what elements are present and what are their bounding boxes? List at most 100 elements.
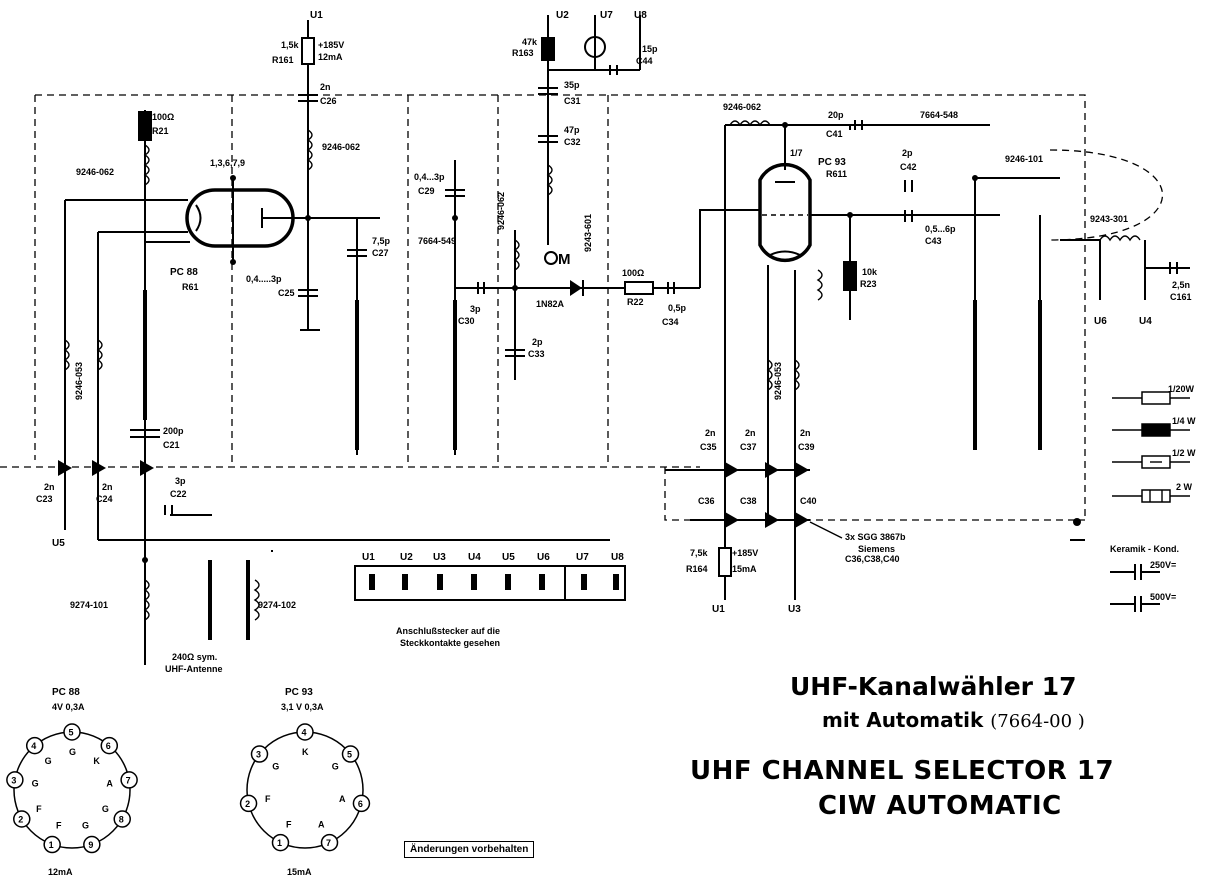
pc88-pins-pin-function-1: F bbox=[56, 821, 62, 831]
svg-text:47p: 47p bbox=[564, 125, 580, 135]
pc93-pins-pin-function-2: F bbox=[265, 794, 271, 804]
coils bbox=[63, 120, 1141, 621]
component-labels: U1 U2 U7 U8 U5 U3 U6 U4 U1 1,5k R161 +18… bbox=[36, 10, 1192, 674]
pc88-pins-pin-4 bbox=[25, 736, 44, 755]
svg-text:U1: U1 bbox=[362, 552, 375, 563]
svg-text:C32: C32 bbox=[564, 137, 581, 147]
svg-text:PC 93: PC 93 bbox=[285, 687, 313, 698]
svg-text:20p: 20p bbox=[828, 110, 844, 120]
pc88-pins-pin-2 bbox=[13, 810, 31, 828]
pc93-pins-pin-function-6: A bbox=[339, 794, 346, 804]
svg-text:100Ω: 100Ω bbox=[152, 112, 174, 122]
svg-text:U8: U8 bbox=[634, 10, 647, 21]
pc93-pins-pin-label-3: 3 bbox=[256, 750, 261, 760]
pc93-pins-pin-function-4: K bbox=[302, 747, 309, 757]
pc88-pins-pin-label-6: 6 bbox=[106, 741, 111, 751]
svg-text:C161: C161 bbox=[1170, 292, 1192, 302]
svg-text:240Ω sym.: 240Ω sym. bbox=[172, 652, 217, 662]
svg-text:U2: U2 bbox=[400, 552, 413, 563]
feedthrough-capacitors bbox=[58, 460, 809, 528]
svg-text:C23: C23 bbox=[36, 494, 53, 504]
diode-and-misc bbox=[142, 36, 1085, 563]
svg-text:U5: U5 bbox=[502, 552, 515, 563]
svg-text:C42: C42 bbox=[900, 162, 917, 172]
svg-text:C36,C38,C40: C36,C38,C40 bbox=[845, 554, 900, 564]
pc88-pins-pin-function-7: A bbox=[106, 778, 113, 788]
svg-text:2p: 2p bbox=[902, 148, 913, 158]
svg-text:M: M bbox=[558, 251, 571, 268]
svg-text:U3: U3 bbox=[433, 552, 446, 563]
pc88-pins-pin-8 bbox=[113, 810, 131, 828]
pc93-pins-pin-2 bbox=[239, 794, 258, 813]
svg-text:9274-101: 9274-101 bbox=[70, 600, 108, 610]
pc88-pins-pin-5 bbox=[63, 723, 81, 741]
svg-text:2 W: 2 W bbox=[1176, 482, 1193, 492]
pc88-pins-pin-label-8: 8 bbox=[119, 815, 124, 825]
pc88-pins-pin-9 bbox=[83, 835, 101, 854]
svg-text:C21: C21 bbox=[163, 440, 180, 450]
pc93-pins-pin-6 bbox=[352, 794, 371, 813]
svg-text:9243-301: 9243-301 bbox=[1090, 214, 1128, 224]
svg-text:9246-101: 9246-101 bbox=[1005, 154, 1043, 164]
connector-pin-u4 bbox=[471, 574, 477, 590]
svg-text:9243-601: 9243-601 bbox=[583, 214, 593, 252]
title-english: UHF CHANNEL SELECTOR 17 bbox=[690, 756, 1115, 786]
pc93-pins-pin-label-7: 7 bbox=[326, 838, 331, 848]
svg-text:C29: C29 bbox=[418, 186, 435, 196]
svg-text:C26: C26 bbox=[320, 96, 337, 106]
svg-text:R23: R23 bbox=[860, 279, 877, 289]
svg-text:0,4.....3p: 0,4.....3p bbox=[246, 274, 282, 284]
wiring bbox=[64, 15, 1190, 665]
svg-text:Steckkontakte gesehen: Steckkontakte gesehen bbox=[400, 638, 500, 648]
svg-text:C43: C43 bbox=[925, 236, 942, 246]
svg-text:2n: 2n bbox=[705, 428, 716, 438]
svg-text:15p: 15p bbox=[642, 44, 658, 54]
svg-text:9246-062: 9246-062 bbox=[723, 102, 761, 112]
svg-text:12mA: 12mA bbox=[48, 867, 73, 877]
subtitle-english: CIW AUTOMATIC bbox=[818, 791, 1062, 821]
pc88-pins-pin-label-4: 4 bbox=[31, 741, 36, 751]
svg-text:7664-548: 7664-548 bbox=[920, 110, 958, 120]
svg-text:C27: C27 bbox=[372, 248, 389, 258]
pc93-pins-pin-label-2: 2 bbox=[245, 799, 250, 809]
connector-pin-u2 bbox=[402, 574, 408, 590]
svg-text:U6: U6 bbox=[537, 552, 550, 563]
svg-text:R163: R163 bbox=[512, 48, 534, 58]
title-german: UHF-Kanalwähler 17 bbox=[790, 672, 1077, 701]
svg-text:250V=: 250V= bbox=[1150, 560, 1176, 570]
svg-text:2n: 2n bbox=[745, 428, 756, 438]
pc93-pins-pin-function-5: G bbox=[332, 761, 339, 771]
svg-text:C37: C37 bbox=[740, 442, 757, 452]
svg-text:PC 88: PC 88 bbox=[170, 267, 198, 278]
svg-text:C25: C25 bbox=[278, 288, 295, 298]
svg-text:500V=: 500V= bbox=[1150, 592, 1176, 602]
pc93-pins-pin-3 bbox=[250, 745, 269, 763]
svg-text:R22: R22 bbox=[627, 297, 644, 307]
svg-text:R164: R164 bbox=[686, 564, 708, 574]
subtitle-german: mit Automatik (7664-00 ) bbox=[822, 708, 1085, 732]
svg-text:1/20W: 1/20W bbox=[1168, 384, 1195, 394]
pc88-pins-pin-label-9: 9 bbox=[88, 840, 93, 850]
svg-text:9246-062: 9246-062 bbox=[76, 167, 114, 177]
svg-text:C40: C40 bbox=[800, 496, 817, 506]
pc93-pins-pin-function-3: G bbox=[272, 761, 279, 771]
svg-text:C33: C33 bbox=[528, 349, 545, 359]
svg-text:12mA: 12mA bbox=[318, 52, 343, 62]
pc88-pins-pin-function-2: F bbox=[36, 804, 42, 814]
svg-text:R161: R161 bbox=[272, 55, 294, 65]
svg-text:1,3,6,7,9: 1,3,6,7,9 bbox=[210, 158, 245, 168]
svg-text:U8: U8 bbox=[611, 552, 624, 563]
pc93-pins-pin-function-7: A bbox=[318, 819, 325, 829]
svg-text:C30: C30 bbox=[458, 316, 475, 326]
svg-text:Anschlußstecker auf die: Anschlußstecker auf die bbox=[396, 626, 500, 636]
pc88-pins-pin-function-4: G bbox=[45, 756, 52, 766]
svg-text:2n: 2n bbox=[320, 82, 331, 92]
svg-text:3p: 3p bbox=[175, 476, 186, 486]
svg-text:2n: 2n bbox=[800, 428, 811, 438]
tuning-lines bbox=[143, 290, 1042, 640]
pc93-pins-pin-label-1: 1 bbox=[277, 838, 282, 848]
svg-text:U7: U7 bbox=[600, 10, 613, 21]
shield-boundaries bbox=[0, 94, 1164, 521]
svg-text:C36: C36 bbox=[698, 496, 715, 506]
svg-text:0,5p: 0,5p bbox=[668, 303, 687, 313]
